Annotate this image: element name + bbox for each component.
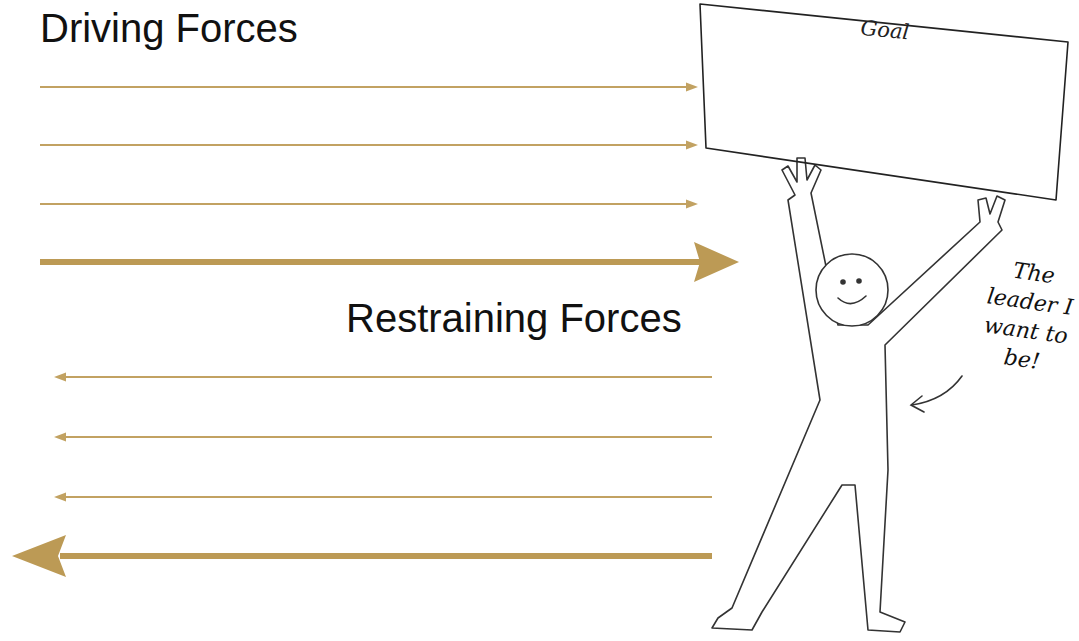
- arrow-head: [694, 242, 739, 282]
- stick-figure: [712, 158, 1005, 632]
- arrow-head: [54, 493, 66, 502]
- driving-arrow: [40, 86, 690, 88]
- restraining-arrow: [62, 376, 712, 378]
- arrow-head: [686, 200, 698, 209]
- figure-smile: [838, 296, 866, 304]
- force-heading: Driving Forces: [40, 4, 460, 52]
- figure-eye: [841, 280, 845, 284]
- driving-arrow-strong: [40, 259, 700, 265]
- goal-box: Goal: [700, 4, 1070, 204]
- restraining-arrow: [62, 436, 712, 438]
- restraining-arrow: [62, 496, 712, 498]
- box-title: Goal: [700, 0, 1071, 59]
- arrow-head: [54, 433, 66, 442]
- arrow-head: [12, 535, 66, 577]
- arrow-head: [686, 141, 698, 150]
- driving-arrow: [40, 144, 690, 146]
- arrow-head: [911, 396, 924, 412]
- restraining-arrow-strong: [60, 553, 712, 559]
- driving-arrow: [40, 203, 690, 205]
- annotation-arrow: [912, 376, 962, 405]
- arrow-head: [54, 373, 66, 382]
- arrow-head: [686, 83, 698, 92]
- figure-eye: [857, 279, 861, 283]
- force-heading: Restraining Forces: [346, 294, 766, 342]
- annotation-note: The leader I want to be!: [974, 252, 1079, 380]
- figure-head: [816, 254, 888, 326]
